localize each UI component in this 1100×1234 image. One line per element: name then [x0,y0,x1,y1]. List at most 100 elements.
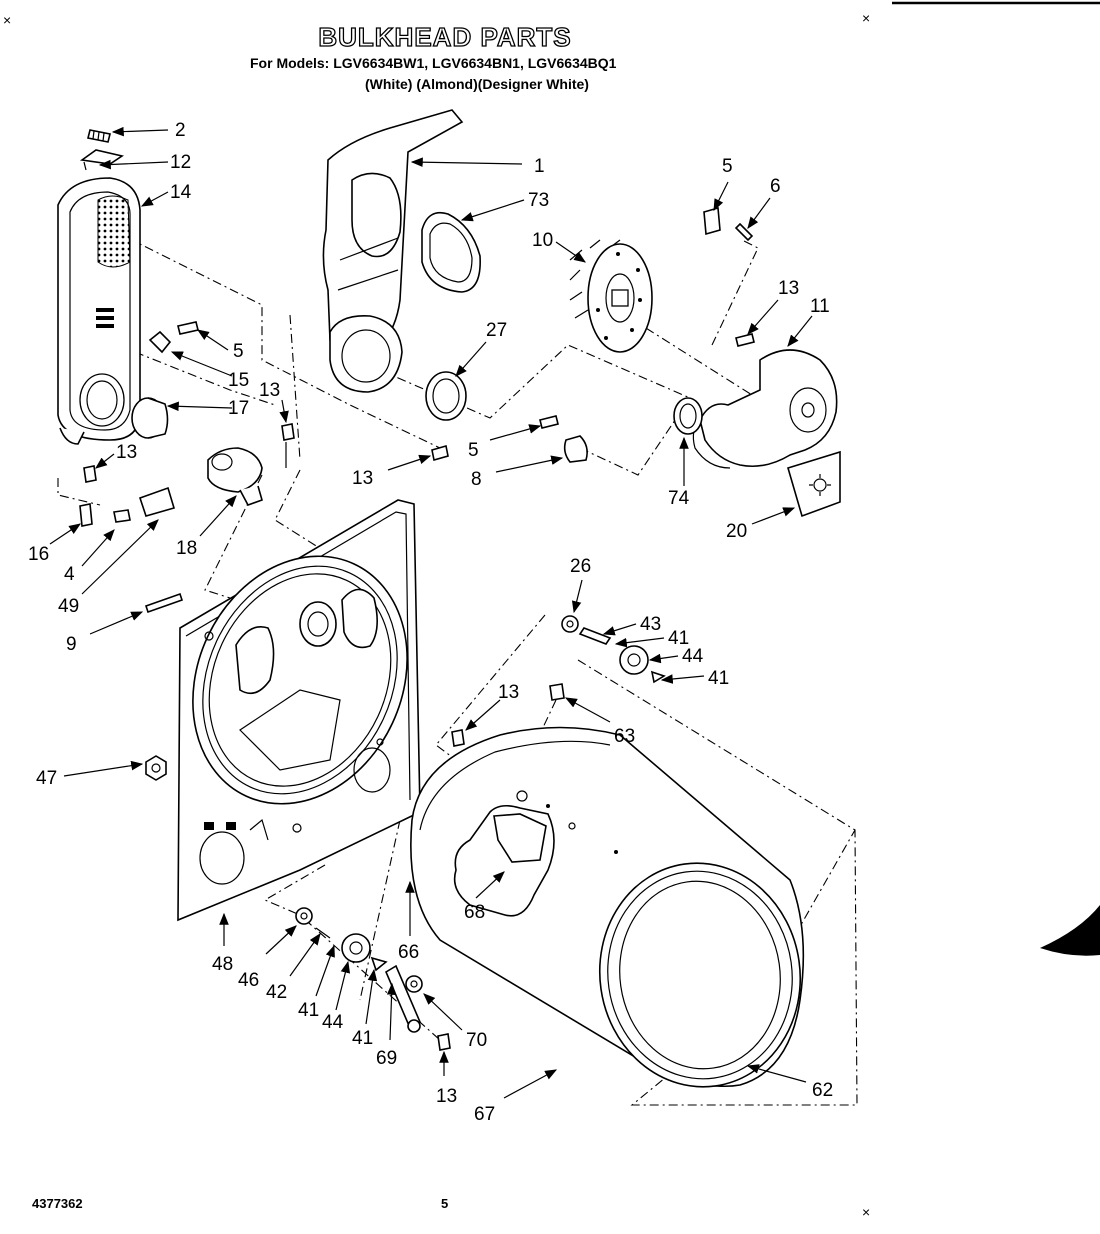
shaft-part-43 [578,627,612,645]
washer-part-26 [561,615,579,633]
screw-part-13-b [281,423,295,441]
seal-part-73 [421,211,481,293]
screw-part-4 [113,509,131,523]
screw-part-13-d [735,333,755,347]
part-label-11: 11 [810,296,830,317]
sensor-part-17 [131,397,169,439]
shaft-part-69 [384,964,422,1030]
retainer-part-41-upper [650,670,666,684]
roller-part-44-lower [341,933,371,963]
leader-lines [49,126,813,1099]
part-label-16: 16 [28,544,49,565]
part-label-13-center: 13 [352,468,373,489]
part-label-41-lower-b: 41 [352,1028,373,1049]
part-label-18: 18 [176,538,197,559]
part-label-2: 2 [175,120,186,141]
part-label-6: 6 [770,176,781,197]
part-label-48: 48 [212,954,233,975]
part-label-5-upper: 5 [722,156,733,177]
part-number-labels: 2 12 14 1 73 5 6 10 13 11 27 5 15 13 17 … [28,120,833,1125]
part-label-43: 43 [640,614,661,635]
clip-part-12 [79,149,124,171]
part-label-14: 14 [170,182,192,203]
part-label-68: 68 [464,902,485,923]
retainer-part-41-lower [370,956,388,972]
models-line: For Models: LGV6634BW1, LGV6634BN1, LGV6… [250,55,617,71]
part-label-10: 10 [532,230,553,251]
corner-mark-top: × [862,10,871,26]
bushing-part-8 [563,435,588,463]
part-label-13-drum: 13 [498,682,519,703]
insulator-part-9 [144,592,184,614]
part-label-26: 26 [570,556,591,577]
corner-mark-left: × [3,12,12,28]
screw-part-13-f [437,1033,451,1051]
corner-mark-bottom: × [862,1204,871,1220]
part-label-47: 47 [36,768,57,789]
screw-part-5-left [177,321,199,335]
part-label-46: 46 [238,970,259,991]
duct-part-1 [322,109,464,393]
part-label-70: 70 [466,1030,487,1051]
part-label-20: 20 [726,521,747,542]
part-label-66: 66 [398,942,419,963]
washer-part-46 [295,907,313,925]
bracket-part-49 [138,486,175,517]
washer-part-70-b [407,1019,421,1033]
lint-screen-housing-part-14 [57,177,141,445]
part-label-41-lower-a: 41 [298,1000,319,1021]
drum-part-62 [410,726,805,1088]
bracket-part-16 [79,503,93,527]
part-label-17: 17 [228,398,249,419]
part-label-62: 62 [812,1080,833,1101]
seal-part-74 [673,397,703,435]
nut-part-47 [145,755,167,781]
part-label-1: 1 [534,156,545,177]
colors-line: (White) (Almond)(Designer White) [365,76,589,92]
screw-part-13-c [431,444,449,462]
screw-part-5-upper [703,206,721,236]
document-number: 4377362 [32,1196,83,1211]
clamp-part-15 [148,330,172,354]
part-label-13-left: 13 [116,442,137,463]
part-label-41-upper-a: 41 [668,628,689,649]
part-label-73: 73 [528,190,549,211]
part-label-15: 15 [228,370,249,391]
bulkhead-part-48 [177,499,421,922]
screw-part-2 [87,129,111,143]
seal-part-27 [425,371,467,421]
part-label-67: 67 [474,1104,495,1125]
right-edge-mark [1040,905,1100,956]
blower-wheel-part-10 [569,239,653,353]
part-label-69: 69 [376,1048,397,1069]
part-label-5-middle: 5 [468,440,479,461]
part-label-63: 63 [614,726,635,747]
part-label-49: 49 [58,596,79,617]
part-label-74: 74 [668,488,690,509]
screw-part-13-a [83,465,97,483]
screw-part-63 [549,683,565,701]
part-label-12: 12 [170,152,191,173]
part-label-44-lower: 44 [322,1012,344,1033]
roller-part-44-upper [619,645,649,675]
shaft-part-42 [315,927,331,939]
part-label-13-mid: 13 [259,380,280,401]
label-part-20 [787,450,841,518]
part-label-13-upper-right: 13 [778,278,799,299]
part-label-13-bottom: 13 [436,1086,457,1107]
part-label-44-upper: 44 [682,646,704,667]
blower-housing-part-11 [692,349,838,469]
screw-part-13-e [451,729,465,747]
part-label-8: 8 [471,469,482,490]
part-label-42: 42 [266,982,287,1003]
page-number: 5 [441,1196,449,1211]
part-label-41-upper-b: 41 [708,668,729,689]
clip-part-6 [734,222,754,242]
screw-part-5-middle [539,415,559,429]
part-label-9: 9 [66,634,77,655]
part-label-27: 27 [486,320,507,341]
washer-part-70 [405,975,423,993]
part-label-5-left: 5 [233,341,244,362]
